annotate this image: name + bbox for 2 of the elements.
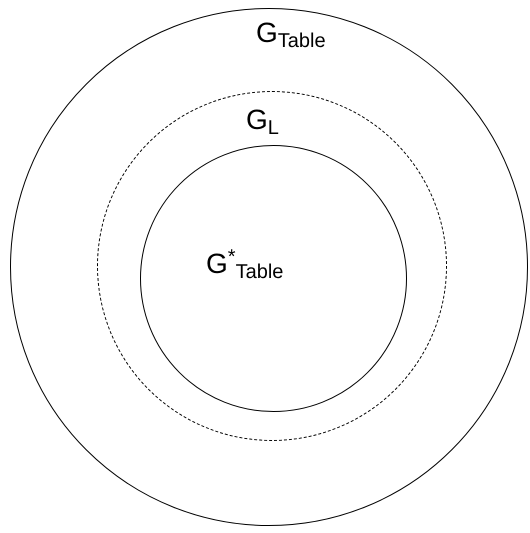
set-label: G$_{Table}$ bbox=[256, 19, 326, 47]
set-label: G$_{L}$ bbox=[246, 106, 279, 134]
